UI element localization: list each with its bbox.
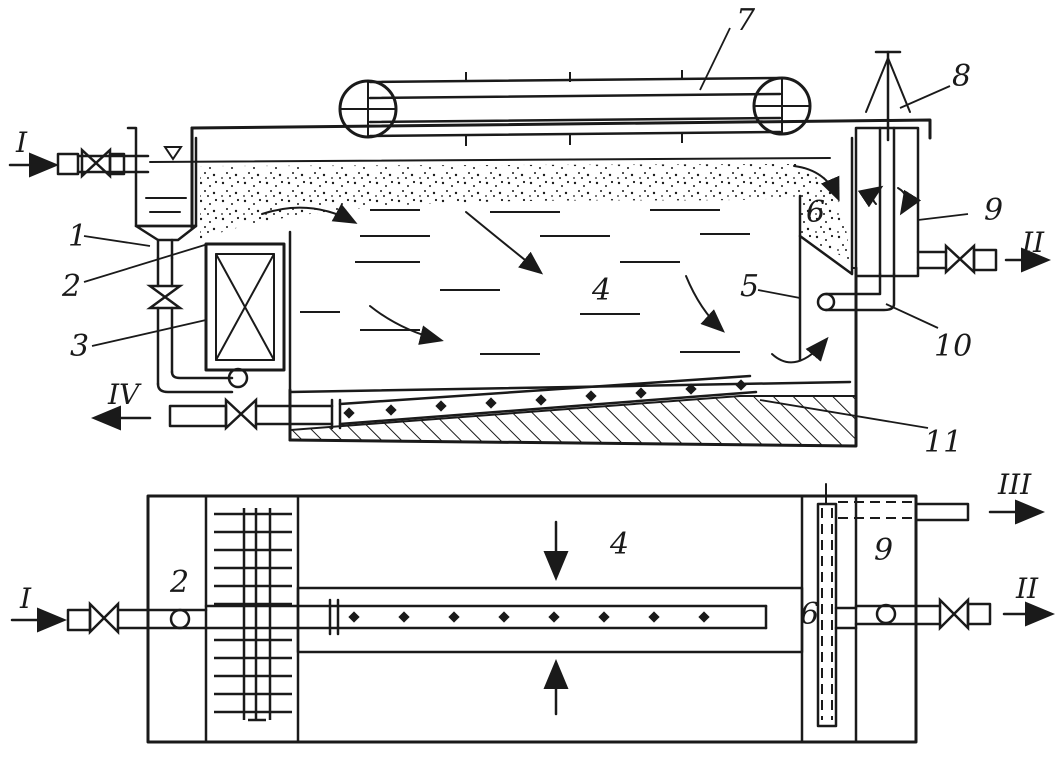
plan-froth-trough xyxy=(816,483,858,728)
section-view: 1 2 3 4 5 6 7 8 9 10 11 I II IV xyxy=(8,3,1051,460)
plan-stream-froth-label: III xyxy=(997,468,1032,501)
label-5: 5 xyxy=(740,269,759,304)
arrow-icon xyxy=(771,336,829,364)
scraper-conveyor xyxy=(338,70,812,146)
label-7: 7 xyxy=(736,3,756,38)
froth-layer xyxy=(200,164,850,260)
valve-icon xyxy=(80,147,112,179)
label-9: 9 xyxy=(984,193,1003,228)
valve-icon xyxy=(938,596,970,632)
plan-stream-inlet-label: I xyxy=(19,582,32,615)
stream-inlet-label: I xyxy=(15,126,28,159)
aeration-chamber xyxy=(126,126,198,260)
valve-icon xyxy=(88,600,120,636)
arrow-icon xyxy=(857,185,884,208)
arrow-icon xyxy=(261,203,358,224)
distributor-grid xyxy=(214,508,292,722)
outlet-pipe xyxy=(816,272,896,312)
sloped-bottom-hatch xyxy=(289,395,857,448)
level-adjuster xyxy=(865,50,911,142)
plan-outline xyxy=(146,494,918,744)
plan-froth-outlet xyxy=(838,499,1045,525)
outlet-chamber xyxy=(854,126,922,278)
mixing-box xyxy=(204,242,286,372)
label-11: 11 xyxy=(924,425,962,460)
arrow-icon xyxy=(897,187,922,216)
plan-view: 2 4 6 9 I II III xyxy=(10,468,1055,744)
level-triangle-icon xyxy=(163,146,183,161)
water-hatching xyxy=(300,209,750,355)
arrow-icon xyxy=(369,305,444,345)
plan-label-9: 9 xyxy=(874,533,893,568)
inlet-pipe xyxy=(56,147,150,179)
leader-lines xyxy=(83,27,969,429)
plan-label-2: 2 xyxy=(169,565,189,600)
flow-arrows xyxy=(261,165,840,364)
plan-outlet xyxy=(854,596,1055,632)
label-2: 2 xyxy=(61,269,81,304)
plan-label-4: 4 xyxy=(609,527,629,562)
sludge-pipe xyxy=(168,374,758,431)
plan-label-6: 6 xyxy=(800,597,819,632)
label-6: 6 xyxy=(806,195,825,230)
valve-icon xyxy=(146,284,184,310)
valve-icon xyxy=(944,243,976,275)
pulley-icon xyxy=(752,76,812,136)
label-10: 10 xyxy=(934,329,972,364)
stream-outlet-label: II xyxy=(1021,226,1045,259)
label-4: 4 xyxy=(591,273,611,308)
water-surface xyxy=(149,146,831,163)
arrow-icon xyxy=(685,275,725,333)
plan-center-pipe xyxy=(204,520,804,716)
label-1: 1 xyxy=(68,219,87,254)
arrow-icon xyxy=(465,211,544,275)
plan-inlet xyxy=(10,600,208,636)
arrow-icon xyxy=(793,165,840,202)
recycle-pipe xyxy=(146,256,249,394)
plan-stream-outlet-label: II xyxy=(1015,572,1039,605)
stream-drain-label: IV xyxy=(107,378,142,411)
label-3: 3 xyxy=(70,329,89,364)
outlet-valve-assembly xyxy=(916,243,998,275)
label-8: 8 xyxy=(952,59,971,94)
pulley-icon xyxy=(338,79,398,139)
valve-icon xyxy=(224,397,258,431)
